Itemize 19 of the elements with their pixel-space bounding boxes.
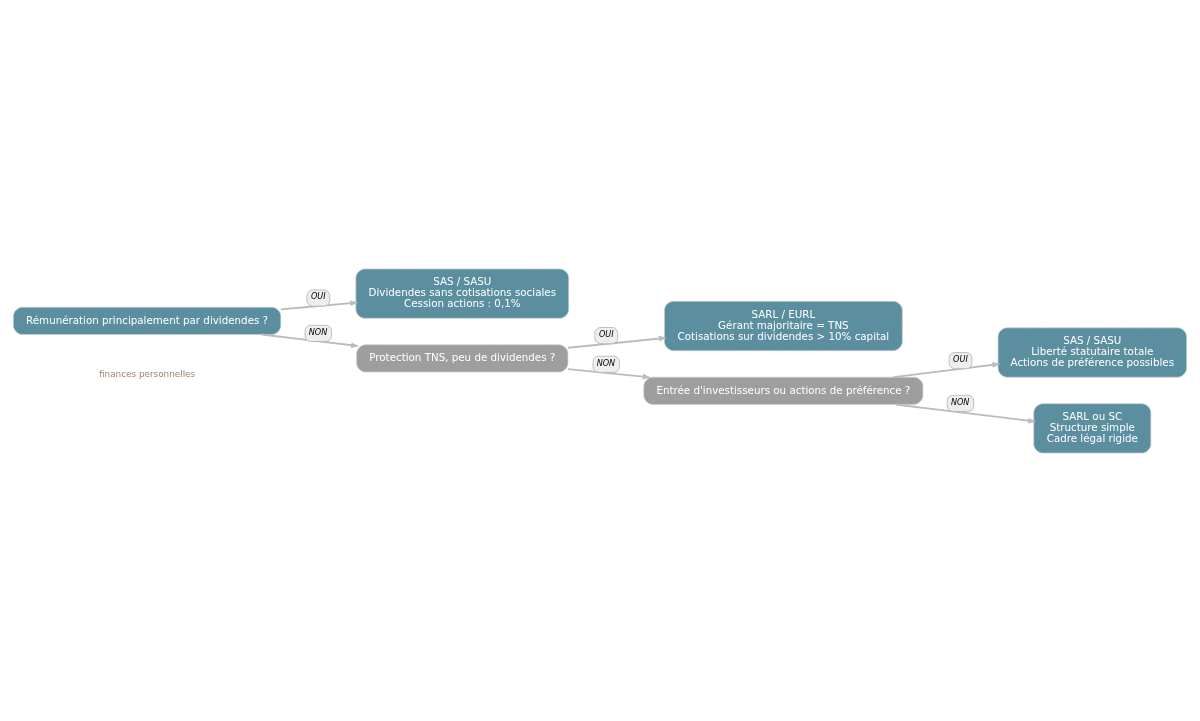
node-box: Rémunération principalement par dividendes ?: [13, 306, 282, 335]
node-box: SAS / SASU Liberté statutaire totale Actions de préférence possibles: [997, 327, 1187, 378]
node-box: SARL / EURL Gérant majoritaire = TNS Cotisations sur dividendes > 10% capital: [664, 300, 903, 351]
edge-label: OUI: [310, 290, 326, 301]
arrow: [567, 367, 651, 379]
edge-label: OUI: [953, 353, 968, 364]
arrow: [892, 361, 1001, 378]
edge-label: OUI: [598, 328, 614, 339]
arrow: [567, 335, 667, 349]
node-box: Protection TNS, peu de dividendes ?: [356, 343, 569, 372]
edge-label: NON: [950, 396, 970, 407]
label: finances personnelles: [99, 368, 196, 379]
edge-label: NON: [596, 357, 616, 368]
node-box: SARL ou SC Structure simple Cadre légal rigide: [1033, 402, 1152, 453]
arrow: [260, 333, 360, 348]
edge-label: NON: [308, 326, 328, 337]
node-box: SAS / SASU Dividendes sans cotisations sociales Cession actions : 0,1%: [355, 268, 570, 319]
arrow: [894, 403, 1037, 423]
node-box: Entrée d'investisseurs ou actions de préférence ?: [643, 376, 924, 405]
